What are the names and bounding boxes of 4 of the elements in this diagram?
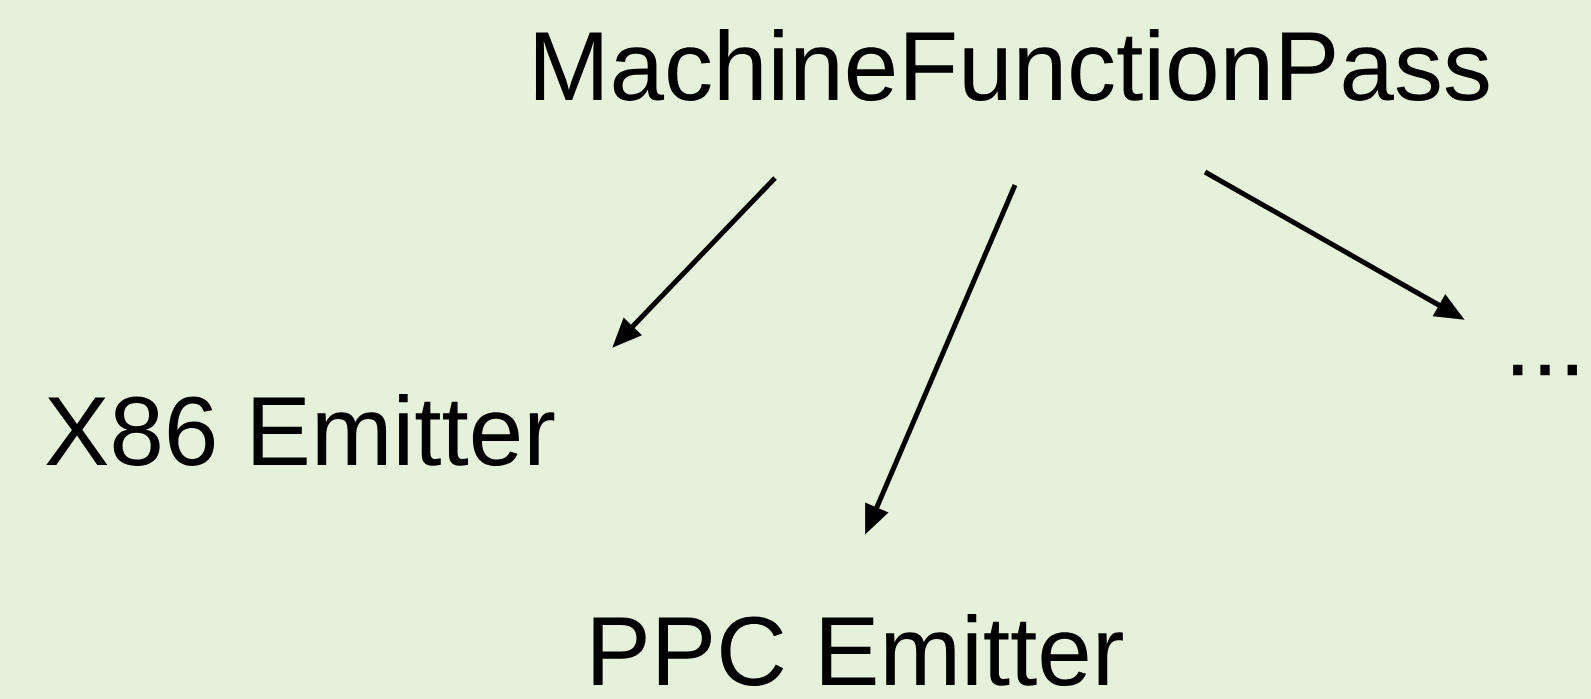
node-label: ...	[1513, 364, 1577, 376]
node-label: MachineFunctionPass	[536, 29, 1489, 101]
node-label: PPC Emitter	[593, 614, 1123, 686]
node-label: X86 Emitter	[46, 394, 555, 466]
